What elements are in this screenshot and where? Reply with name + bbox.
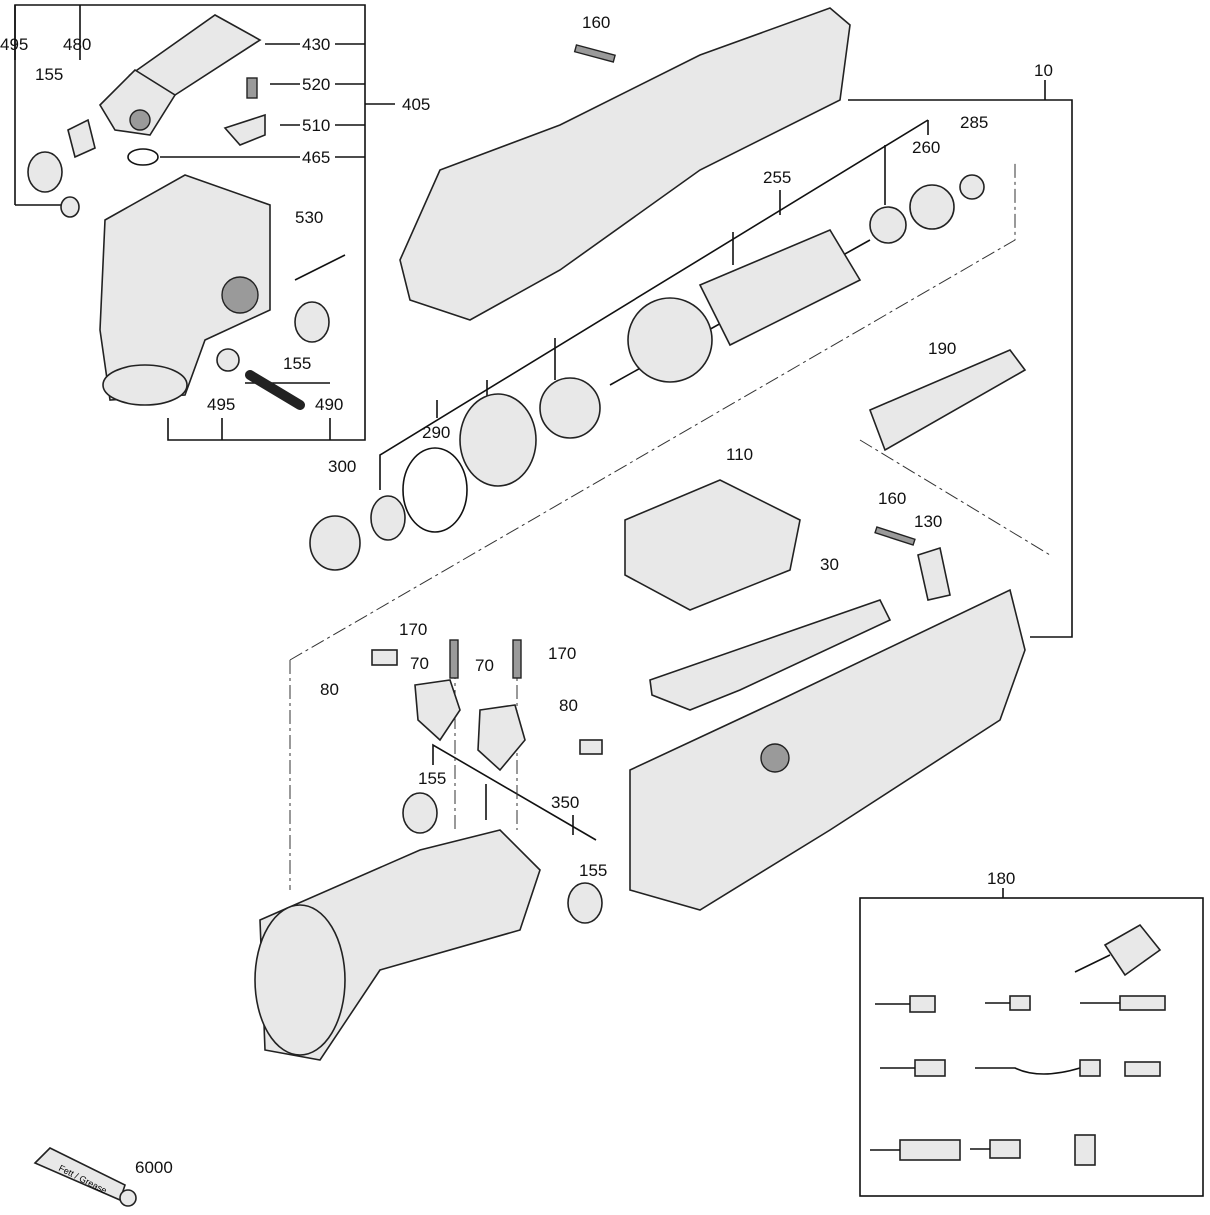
part-label-170: 170 (399, 620, 427, 639)
washer-260a (869, 206, 907, 244)
part-label-190: 190 (928, 339, 956, 358)
pin-490 (245, 370, 305, 410)
part-label-465: 465 (302, 148, 330, 167)
spring-510 (223, 113, 266, 146)
sleeve-495b (216, 348, 240, 372)
gear-head-group-frame (14, 4, 395, 441)
housing-motor-10 (629, 588, 1026, 911)
part-label-300: 300 (328, 457, 356, 476)
housing-frame-10 (848, 80, 1073, 638)
switch-slide-30 (649, 599, 892, 711)
part-label-430: 430 (302, 35, 330, 54)
part-label-495: 495 (207, 395, 235, 414)
part-label-170: 170 (548, 644, 576, 663)
part-label-155: 155 (579, 861, 607, 880)
brush-holder-70a (414, 679, 461, 742)
part-label-80: 80 (320, 680, 339, 699)
electronics-110 (624, 479, 801, 611)
cord-plugs-180 (870, 923, 1166, 1166)
screw-160 (573, 44, 616, 63)
screw-160b (874, 526, 916, 546)
part-480 (67, 118, 96, 159)
part-label-495: 495 (0, 35, 28, 54)
o-ring-290 (402, 447, 468, 533)
cap-285 (959, 174, 985, 200)
bearing-155b (294, 301, 330, 343)
ring-465 (127, 148, 159, 166)
part-label-80: 80 (559, 696, 578, 715)
part-label-405: 405 (402, 95, 430, 114)
field-stator-350 (254, 829, 541, 1061)
housing-shell-top (399, 7, 851, 321)
part-label-130: 130 (914, 512, 942, 531)
cap-300 (309, 515, 361, 571)
screw-170b (512, 639, 522, 679)
carbon-brush-80a (371, 649, 398, 666)
part-label-110: 110 (726, 445, 753, 464)
bearing-290a (539, 377, 601, 439)
clamp-130 (917, 546, 951, 601)
sleeve-495 (60, 196, 80, 218)
part-label-490: 490 (315, 395, 343, 414)
armature-255 (609, 228, 871, 386)
part-label-6000: 6000 (135, 1158, 173, 1177)
part-label-180: 180 (987, 869, 1015, 888)
bearing-260 (909, 184, 955, 230)
part-label-260: 260 (912, 138, 940, 157)
part-label-70: 70 (475, 656, 494, 675)
bearing-seat-290 (459, 393, 537, 487)
cord-plugs-frame (859, 897, 1204, 1197)
part-label-290: 290 (422, 423, 450, 442)
bearing-155c (402, 792, 438, 834)
part-label-285: 285 (960, 113, 988, 132)
carbon-brush-80b (579, 739, 603, 755)
part-label-70: 70 (410, 654, 429, 673)
washer-300b (370, 495, 406, 541)
quick-lever-430 (98, 14, 262, 136)
part-label-155: 155 (283, 354, 311, 373)
grease-tube-6000: Fett / Grease (33, 1147, 137, 1207)
bearing-155 (27, 151, 63, 193)
oscillating-head (99, 174, 271, 406)
part-label-520: 520 (302, 75, 330, 94)
part-label-30: 30 (820, 555, 839, 574)
screw-170a (449, 639, 459, 679)
cord-guard-190 (868, 349, 1027, 452)
part-label-155: 155 (35, 65, 63, 84)
part-label-530: 530 (295, 208, 323, 227)
part-label-480: 480 (63, 35, 91, 54)
screw-520 (246, 77, 258, 99)
part-label-160: 160 (582, 13, 610, 32)
screw-530 (294, 254, 346, 281)
part-label-155: 155 (418, 769, 446, 788)
part-label-510: 510 (302, 116, 330, 135)
part-label-160: 160 (878, 489, 906, 508)
part-label-255: 255 (763, 168, 791, 187)
armature-group-lines (379, 119, 929, 841)
part-label-350: 350 (551, 793, 579, 812)
part-label-10: 10 (1034, 61, 1053, 80)
bearing-155d (567, 882, 603, 924)
brush-holder-70b (477, 704, 526, 772)
